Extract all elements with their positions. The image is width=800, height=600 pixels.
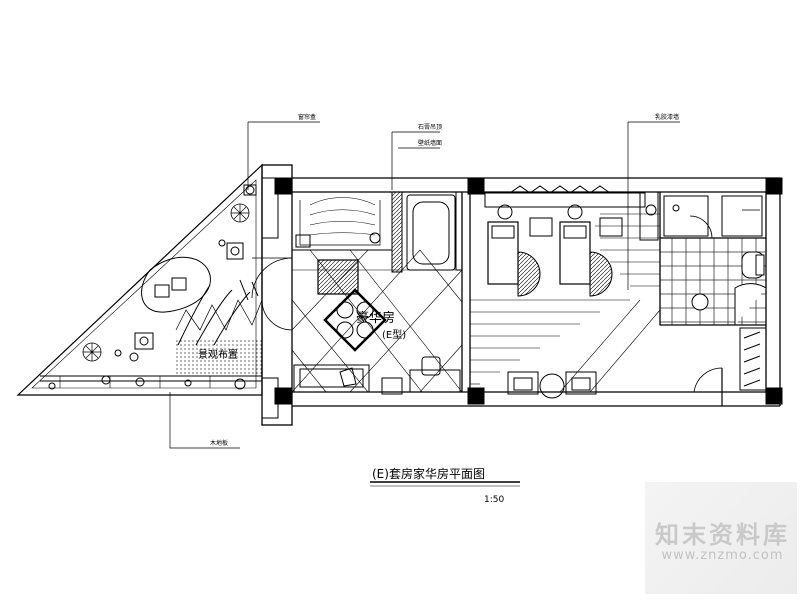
leader-lines: [169, 121, 680, 449]
bedroom: [470, 185, 661, 399]
title-underline: [370, 481, 520, 487]
callout-wallpaper: 壁纸墙面: [418, 139, 442, 147]
watermark-panel: [645, 482, 797, 594]
room-sublabel: (E型): [382, 328, 406, 341]
callout-floor: 木地板: [210, 439, 228, 447]
lounge-room: [251, 177, 463, 419]
structural-columns: [243, 177, 783, 405]
watermark-url: www.znzmo.com: [661, 548, 784, 563]
drawing-scale: 1:50: [484, 495, 504, 505]
corner-label: 景观布置: [198, 349, 238, 361]
bathroom: [659, 195, 767, 406]
callout-curtain: 窗帘盒: [298, 113, 316, 121]
watermark-logo-text: 知末资料库: [655, 521, 790, 549]
balcony-area: [16, 163, 263, 396]
drawing-title: (E)套房家华房平面图: [372, 466, 485, 481]
callout-paint: 乳胶漆墙: [655, 113, 679, 121]
callout-ceiling: 石膏吊顶: [418, 123, 442, 131]
room-label: 豪华房: [356, 310, 395, 326]
